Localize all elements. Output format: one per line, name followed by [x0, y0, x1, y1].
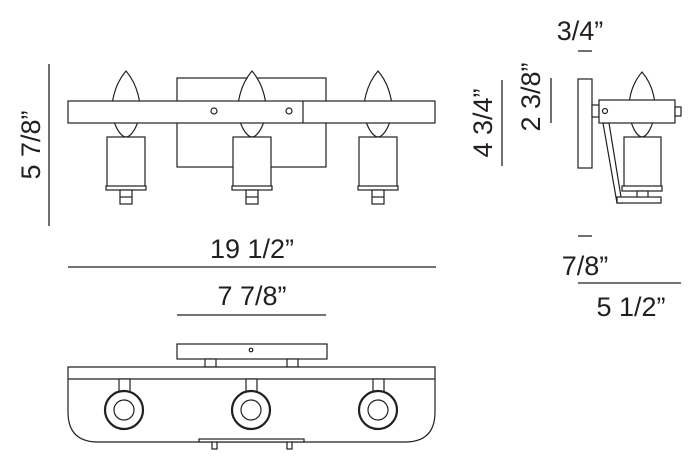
sockets: [105, 136, 399, 205]
extension-label: 5 1/2”: [596, 292, 665, 322]
height-front-label: 5 7/8”: [16, 110, 46, 179]
screw-hole: [285, 107, 293, 115]
side-backplate: [577, 78, 593, 169]
side-arm: [598, 99, 676, 124]
backplate-depth-label: 3/4”: [557, 16, 604, 46]
bottom-view: [67, 343, 436, 450]
width-overall-label: 19 1/2”: [210, 234, 294, 264]
arm-offset-label: 7/8”: [562, 251, 609, 281]
arm-bracket: [602, 122, 623, 204]
backplate-width-label: 7 7/8”: [217, 281, 286, 311]
height-side-label: 4 3/4”: [468, 88, 498, 157]
socket-cups: [103, 378, 399, 431]
backplate-height-label: 2 3/8”: [516, 62, 546, 131]
crossbar: [67, 100, 436, 124]
screw-hole: [210, 107, 218, 115]
front-view: 5 7/8” 19 1/2” 7 7/8”: [16, 64, 436, 316]
side-view: 3/4” 4 3/4” 2 3/8” 7/8” 5 1/2”: [468, 16, 682, 322]
